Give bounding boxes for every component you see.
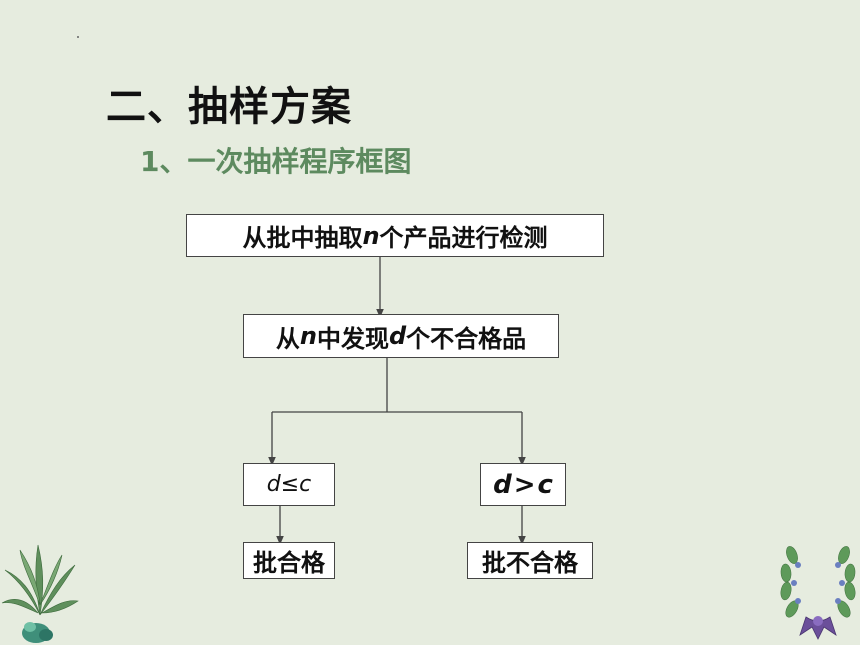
result-right-box: 批不合格 xyxy=(467,542,593,579)
step2-var1: n xyxy=(299,322,317,350)
step1-suffix: 个产品进行检测 xyxy=(379,224,548,252)
cond-left-var1: d xyxy=(266,472,281,497)
step2-suffix: 个不合格品 xyxy=(406,324,527,353)
cond-left-var2: c xyxy=(299,472,312,497)
result-left-label: 批合格 xyxy=(253,549,325,577)
cond-right-op: > xyxy=(513,469,536,500)
step2-prefix: 从 xyxy=(275,324,300,353)
cond-right-var2: c xyxy=(537,469,553,500)
slide-subtitle: 1、一次抽样程序框图 xyxy=(140,145,412,178)
step2-middle: 中发现 xyxy=(316,324,389,353)
slide-title: 二、抽样方案 xyxy=(106,84,352,130)
laurel-wreath-icon xyxy=(780,546,856,640)
result-right-label: 批不合格 xyxy=(482,549,578,577)
step1-prefix: 从批中抽取 xyxy=(242,224,363,252)
cond-left-op: ≤ xyxy=(280,472,300,497)
condition-right-box: d>c xyxy=(480,463,566,506)
condition-left-box: d≤c xyxy=(243,463,335,506)
cond-right-var1: d xyxy=(493,469,512,500)
decorative-dot xyxy=(77,36,79,38)
step2-var2: d xyxy=(388,322,407,350)
step1-var: n xyxy=(362,221,380,250)
leafy-plant-icon xyxy=(1,544,79,643)
result-left-box: 批合格 xyxy=(243,542,335,579)
